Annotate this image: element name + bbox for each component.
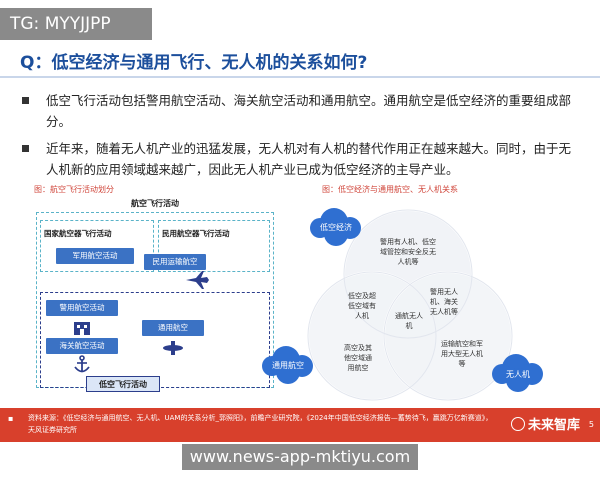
region-text-line: 通航无人 <box>395 311 423 320</box>
region-bottom-right-text: 运输航空和军用大型无人机等 <box>441 339 483 368</box>
bubble-low-altitude: 低空经济 <box>310 208 361 246</box>
civil-aircraft-label: 民用航空器飞行活动 <box>162 229 230 238</box>
left-figure-caption: 图：航空飞行活动划分 <box>34 185 114 194</box>
region-text-line: 人机等 <box>398 257 419 266</box>
url-watermark: www.news-app-mktiyu.com <box>0 444 600 472</box>
bubble-general-label: 通用航空 <box>272 360 304 370</box>
bubble-general-aviation: 通用航空 <box>262 346 313 384</box>
region-left-mid-text: 低空及超低空域有人机 <box>348 291 376 320</box>
region-text-line: 用航空 <box>348 363 369 372</box>
source-text: 资料来源：《低空经济与通用航空、无人机、UAM的关系分析_郭照阳》，前瞻产业研究… <box>28 414 493 434</box>
police-aviation-pill: 警用航空活动 <box>46 300 118 316</box>
region-text-line: 高空及其 <box>344 343 372 352</box>
state-aircraft-group <box>40 220 154 272</box>
state-aircraft-label: 国家航空器飞行活动 <box>44 229 112 238</box>
bubble-uav: 无人机 <box>492 354 543 392</box>
diagram-title: 航空飞行活动 <box>131 199 179 208</box>
customs-aviation-pill: 海关航空活动 <box>46 338 118 354</box>
anchor-icon <box>74 355 90 373</box>
flight-activity-diagram: 航空飞行活动 国家航空器飞行活动 军用航空活动 民用航空器飞行活动 民用运输航空… <box>34 198 276 394</box>
region-text-line: 机、海关 <box>430 297 458 306</box>
bullet-text: 近年来，随着无人机产业的迅猛发展，无人机对有人机的替代作用正在越来越大。同时，由… <box>46 141 572 177</box>
region-text-line: 低空及超 <box>348 291 376 300</box>
region-right-top-text: 警用无人机、海关无人机等 <box>430 287 458 316</box>
url-text: www.news-app-mktiyu.com <box>181 444 419 470</box>
military-aviation-pill: 军用航空活动 <box>56 248 134 264</box>
low-altitude-activity-tab: 低空飞行活动 <box>86 376 160 392</box>
bullet-square-icon <box>22 97 29 104</box>
bullet-square-icon <box>22 145 29 152</box>
title-divider <box>0 76 600 78</box>
region-text-line: 域管控和安全反无 <box>380 247 436 256</box>
bubble-low-altitude-label: 低空经济 <box>320 222 352 232</box>
region-text-line: 低空域有 <box>348 301 376 310</box>
brand-logo-icon <box>510 417 525 431</box>
civil-transport-pill: 民用运输航空 <box>144 254 206 270</box>
region-text-line: 人机 <box>355 311 369 320</box>
civil-aircraft-group <box>158 220 270 272</box>
region-text-line: 警用有人机、低空 <box>380 237 436 246</box>
region-text-line: 运输航空和军 <box>441 339 483 348</box>
region-text-line: 用大型无人机 <box>441 349 483 358</box>
police-building-icon <box>74 322 90 335</box>
bubble-uav-label: 无人机 <box>506 369 530 379</box>
tg-tag: TG: MYYJJPP <box>0 8 152 40</box>
general-aviation-pill: 通用航空 <box>142 320 204 336</box>
right-figure-caption: 图：低空经济与通用航空、无人机关系 <box>322 185 458 194</box>
brand-name: 未来智库 <box>527 418 580 433</box>
region-top-text: 警用有人机、低空域管控和安全反无人机等 <box>380 237 436 266</box>
source-footer: ▪ 资料来源：《低空经济与通用航空、无人机、UAM的关系分析_郭照阳》，前瞻产业… <box>0 408 600 442</box>
region-center-text: 通航无人机 <box>395 311 423 330</box>
region-text-line: 机 <box>406 321 413 330</box>
bullet-item: 近年来，随着无人机产业的迅猛发展，无人机对有人机的替代作用正在越来越大。同时，由… <box>22 138 582 180</box>
airplane-icon <box>186 271 209 289</box>
footer-marker: ▪ <box>8 414 14 423</box>
region-text-line: 警用无人 <box>430 287 458 296</box>
bullet-item: 低空飞行活动包括警用航空活动、海关航空活动和通用航空。通用航空是低空经济的重要组… <box>22 90 582 132</box>
brand-watermark: 未来智库 <box>510 414 580 433</box>
region-text-line: 无人机等 <box>430 307 458 316</box>
region-text-line: 他空域通 <box>344 353 372 362</box>
small-plane-icon <box>163 341 183 355</box>
region-text-line: 等 <box>459 359 466 368</box>
venn-relationship-diagram: 低空经济 通用航空 无人机 警用有人机、低空域管控和安全反无人机等 低空及超低空… <box>262 208 543 401</box>
region-bottom-left-text: 高空及其他空域通用航空 <box>344 343 372 372</box>
bullet-text: 低空飞行活动包括警用航空活动、海关航空活动和通用航空。通用航空是低空经济的重要组… <box>46 93 572 129</box>
page-number: 5 <box>588 420 594 429</box>
page-title: Q：低空经济与通用飞行、无人机的关系如何? <box>20 53 368 73</box>
